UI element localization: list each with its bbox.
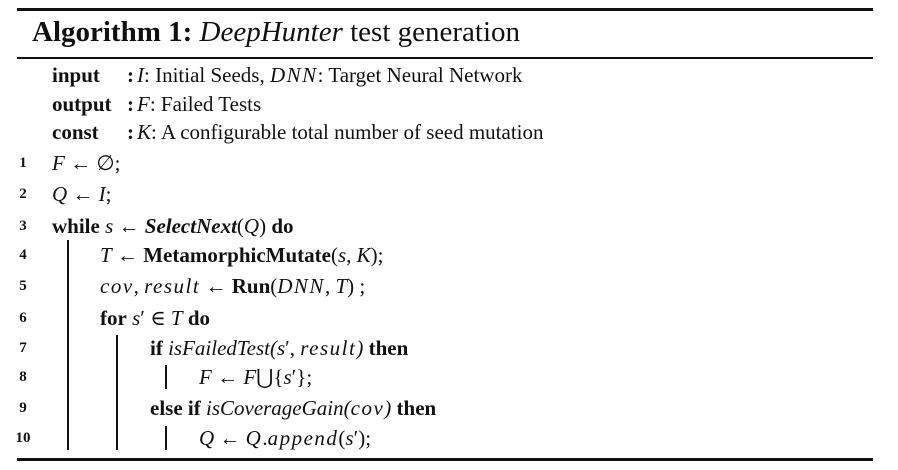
io-value: F: Failed Tests <box>137 92 262 116</box>
line-number: 3 <box>19 218 27 234</box>
line-number: 4 <box>19 247 27 263</box>
bottom-rule <box>17 458 873 461</box>
line-code: cov, result ← Run(DNN, T) ; <box>100 274 366 298</box>
io-colon: : <box>127 92 134 116</box>
algorithm-label: Algorithm 1: <box>32 16 193 48</box>
line-number: 9 <box>19 400 27 416</box>
io-key-const: const <box>52 120 99 144</box>
line-number: 1 <box>19 155 27 171</box>
top-rule <box>17 8 873 11</box>
io-key-input: input <box>52 63 100 87</box>
io-key-output: output <box>52 92 112 116</box>
line-code: F ← F⋃{s′}; <box>199 365 313 389</box>
for-block-bar <box>116 335 118 450</box>
line-number: 7 <box>19 340 27 356</box>
if-block-bar <box>165 365 167 389</box>
algorithm-title-rest: test generation <box>350 16 521 48</box>
line-code: Q ← Q.append(s′); <box>199 426 372 450</box>
line-number: 5 <box>19 278 27 294</box>
line-code: while s ← SelectNext(Q) do <box>52 214 294 238</box>
algorithm-name: DeepHunter <box>199 16 343 48</box>
line-code: Q ← I; <box>52 182 112 206</box>
else-if-block-bar <box>165 426 167 450</box>
line-number: 10 <box>15 430 31 446</box>
algorithm-title: Algorithm 1: DeepHunter test generation <box>32 14 520 50</box>
io-value: K: A configurable total number of seed m… <box>137 120 544 144</box>
line-number: 8 <box>19 369 27 385</box>
io-value: I: Initial Seeds, DNN: Target Neural Net… <box>137 63 523 87</box>
line-code: if isFailedTest(s′, result) then <box>150 336 409 360</box>
io-colon: : <box>127 120 134 144</box>
line-number: 6 <box>19 310 27 326</box>
while-block-bar <box>67 240 69 450</box>
line-code: F ← ∅; <box>52 151 121 175</box>
line-number: 2 <box>19 186 27 202</box>
io-colon: : <box>127 63 134 87</box>
line-code: for s′ ∈ T do <box>100 306 211 330</box>
title-rule <box>17 57 873 59</box>
line-code: else if isCoverageGain(cov) then <box>150 396 437 420</box>
line-code: T ← MetamorphicMutate(s, K); <box>100 243 384 267</box>
